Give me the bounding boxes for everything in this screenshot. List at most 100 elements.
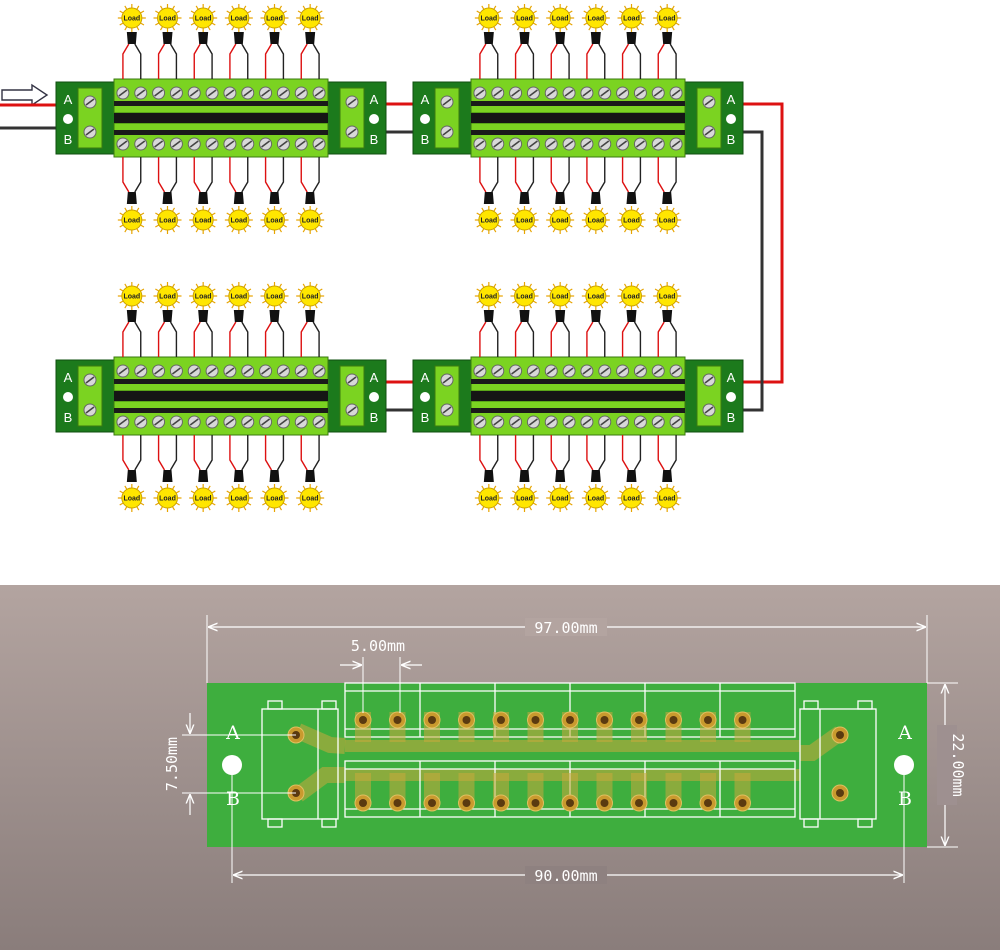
bulb-ray — [623, 506, 628, 511]
bulb-ray — [588, 26, 592, 31]
bulb-ray — [497, 22, 502, 26]
bulb-ray — [124, 304, 128, 309]
bulb-ray — [207, 228, 211, 233]
bulb-ray — [583, 490, 588, 494]
screw-slot — [296, 367, 306, 375]
bulb-ray — [552, 304, 556, 309]
screw-slot — [136, 89, 146, 97]
bulb-socket — [269, 192, 280, 204]
bulb-ray — [568, 10, 573, 14]
bulb-ray — [552, 228, 556, 233]
pad-hole — [428, 716, 436, 724]
bulb-ray — [171, 26, 176, 31]
bulb-ray — [639, 502, 644, 506]
load-label: Load — [552, 496, 569, 503]
bulb-ray — [119, 22, 124, 26]
load-label: Load — [516, 294, 533, 301]
pad-hole — [497, 716, 505, 724]
bulb-ray — [282, 10, 287, 14]
bulb-socket — [519, 310, 530, 322]
bulb-ray — [588, 5, 592, 10]
screw-slot — [171, 367, 181, 375]
load-wire-positive — [300, 321, 308, 357]
screw-slot — [225, 418, 235, 426]
bulb-ray — [497, 490, 502, 494]
pad-hole — [836, 789, 844, 797]
bulb-ray — [231, 506, 235, 511]
bulb-ray — [497, 300, 502, 304]
bulb-glass — [621, 285, 642, 307]
bulb-ray — [278, 5, 283, 10]
load-wire-negative — [134, 321, 142, 357]
load-bulb: Load — [617, 484, 646, 512]
bulb-ray — [600, 228, 604, 233]
bulb-ray — [564, 485, 568, 490]
bulb-ray — [476, 288, 481, 292]
bulb-ray — [516, 26, 521, 31]
bulb-socket — [162, 470, 173, 482]
load-bulb: Load — [260, 282, 289, 310]
bulb-ray — [528, 283, 533, 288]
screw-slot — [243, 140, 253, 148]
bulb-ray — [481, 506, 485, 511]
bulb-ray — [493, 207, 497, 212]
bulb-ray — [211, 288, 216, 292]
bulb-ray — [195, 506, 199, 511]
bulb-ray — [226, 288, 231, 292]
board-mount-hole — [63, 114, 73, 124]
bulb-ray — [119, 288, 124, 292]
load-wire-positive — [229, 321, 237, 357]
bulb-socket — [305, 470, 316, 482]
screw-slot — [493, 140, 503, 148]
load-wire-negative — [633, 157, 642, 193]
screw-slot — [85, 98, 95, 106]
bulb-ray — [266, 207, 271, 212]
bulb-ray — [476, 490, 481, 494]
bulb-ray — [247, 212, 252, 216]
bulb-ray — [278, 485, 283, 490]
bulb-ray — [171, 5, 176, 10]
screw-slot — [225, 89, 235, 97]
bulb-glass — [192, 209, 214, 231]
load-wire-negative — [669, 435, 677, 471]
bulb-ray — [278, 207, 283, 212]
bulb-ray — [211, 10, 216, 14]
screw-slot — [493, 89, 503, 97]
screw-slot — [347, 376, 357, 384]
bulb-ray — [297, 224, 302, 228]
bulb-ray — [675, 10, 680, 14]
bulb-ray — [231, 207, 235, 212]
bulb-glass — [299, 7, 321, 29]
load-bulb: Load — [653, 282, 682, 310]
load-wire-negative — [526, 321, 535, 357]
bulb-ray — [532, 490, 537, 494]
bulb-ray — [159, 26, 164, 31]
bulb-ray — [207, 5, 211, 10]
bulb-ray — [600, 506, 604, 511]
bulb-ray — [231, 228, 235, 233]
screw-slot — [189, 367, 199, 375]
screw-slot — [118, 367, 128, 375]
bulb-ray — [140, 300, 145, 304]
screw-slot — [635, 418, 645, 426]
screw-slot — [528, 140, 538, 148]
strip-gap — [114, 391, 328, 401]
bulb-glass — [585, 209, 607, 231]
bulb-ray — [583, 502, 588, 506]
bulb-ray — [159, 5, 164, 10]
pad-hole — [393, 716, 402, 724]
bulb-ray — [481, 207, 485, 212]
load-label: Load — [302, 294, 319, 301]
bulb-ray — [175, 224, 180, 228]
bulb-ray — [318, 300, 323, 304]
bulb-ray — [588, 283, 592, 288]
bulb-glass — [514, 7, 535, 29]
bulb-ray — [528, 228, 533, 233]
bulb-socket — [233, 32, 244, 44]
load-bulb: Load — [474, 282, 503, 310]
bulb-ray — [136, 5, 140, 10]
bulb-glass — [299, 209, 321, 231]
load-label: Load — [552, 218, 569, 225]
bulb-ray — [481, 283, 485, 288]
